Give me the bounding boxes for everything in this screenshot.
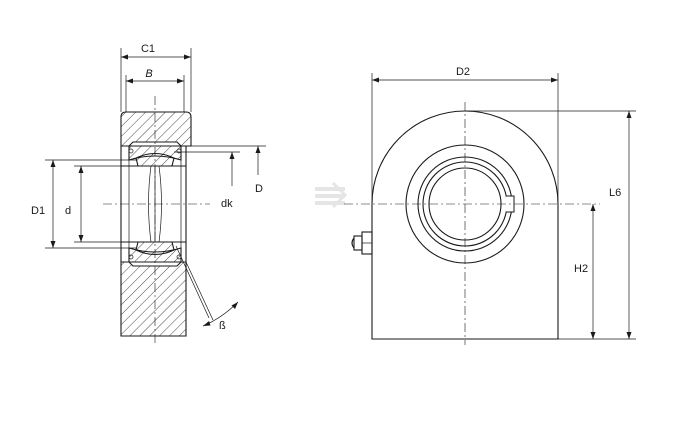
dimension-H2: H2 [574,204,596,339]
dimension-dk: dk [174,151,240,210]
label-D: D [255,183,263,195]
dimension-D1: D1 [31,159,136,249]
front-view [344,102,600,345]
inner-ring-lower [135,241,175,256]
dimension-B: B [125,68,185,112]
label-D1: D1 [31,205,45,217]
grease-nipple [351,231,373,255]
dimension-d: d [65,165,121,243]
dimension-C1: C1 [120,43,192,112]
label-L6: L6 [609,187,621,199]
watermark-logo [315,181,348,209]
label-C1: C1 [141,43,155,55]
housing-upper-section [120,111,192,147]
label-d: d [65,205,71,217]
section-view [103,96,214,345]
dimension-beta-angle: ß [202,301,239,332]
label-dk: dk [221,198,233,210]
label-B: B [145,68,152,80]
label-H2: H2 [574,263,588,275]
dimension-D2: D2 [371,66,559,204]
housing-lower-section [120,261,187,337]
label-beta: ß [219,320,226,332]
dimension-D: D [191,145,266,195]
dimension-L6: L6 [465,110,636,340]
label-D2: D2 [456,66,470,78]
